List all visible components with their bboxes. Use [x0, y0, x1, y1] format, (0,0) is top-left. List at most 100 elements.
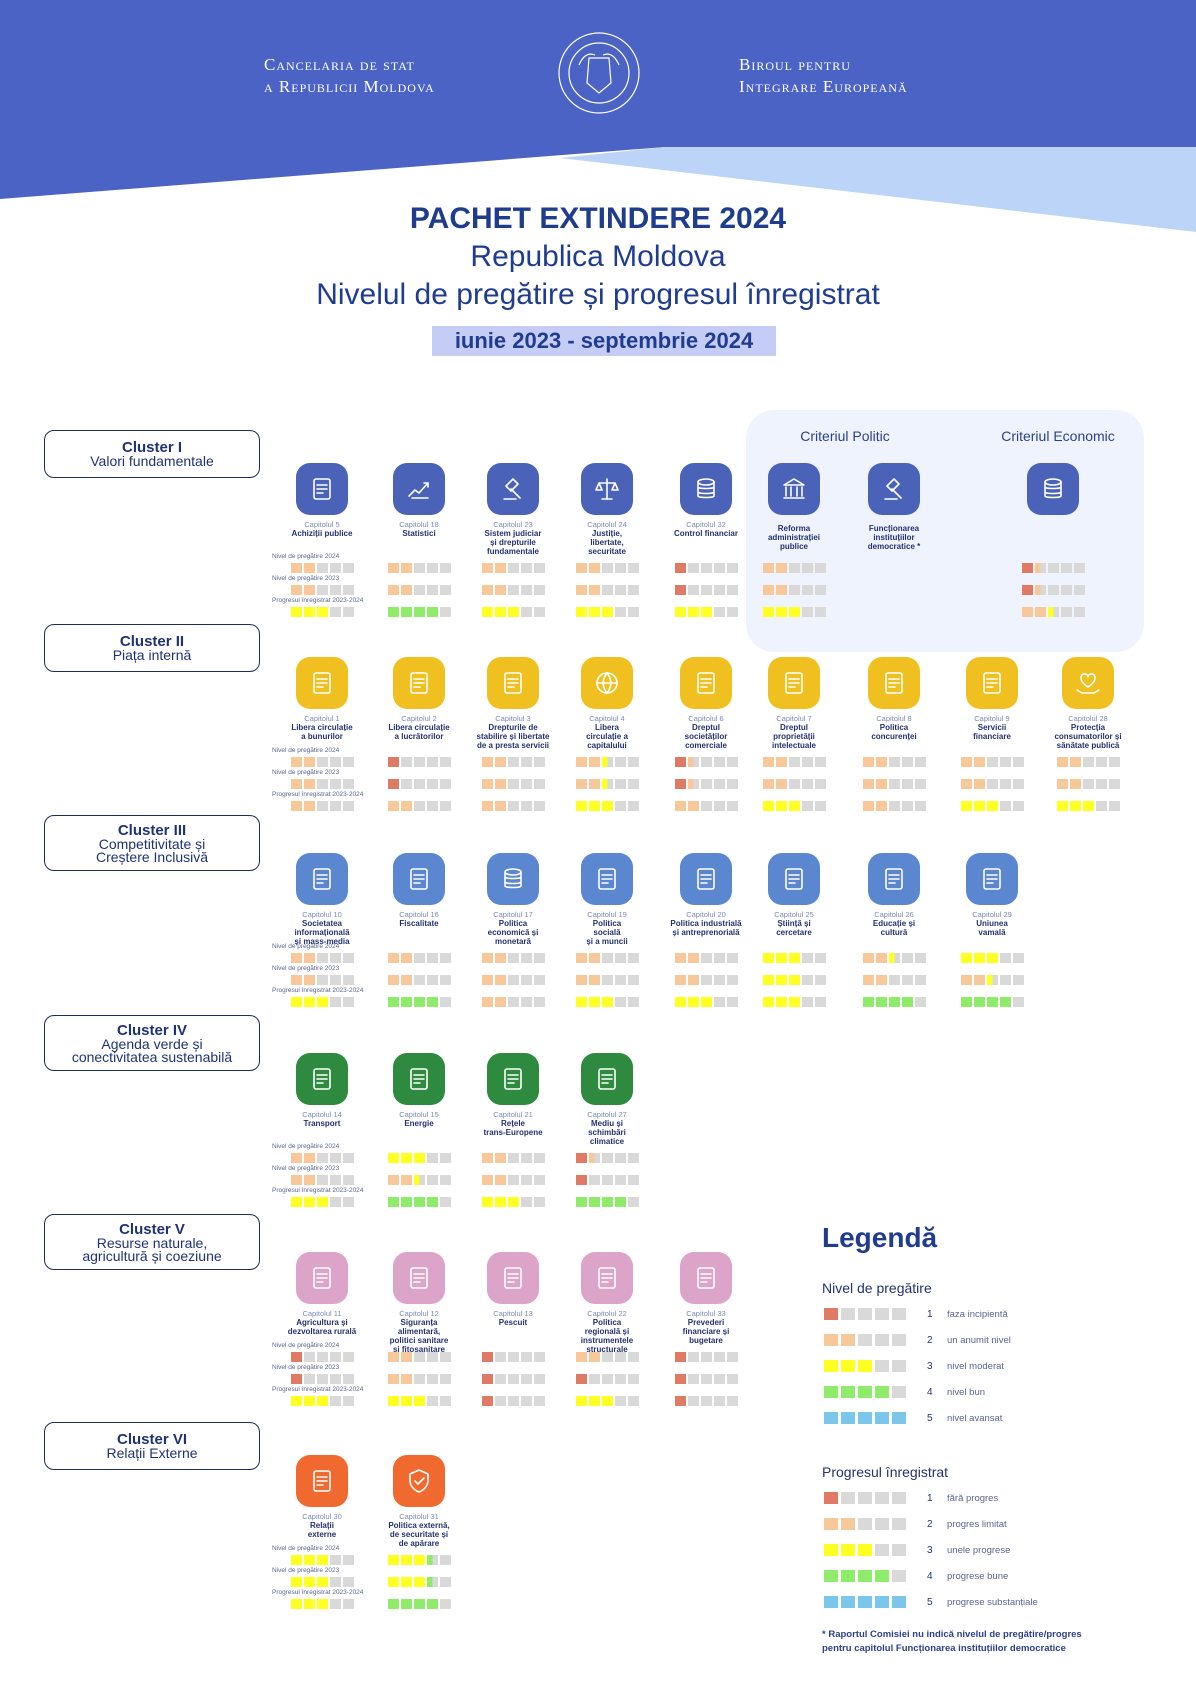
rating-block [763, 801, 774, 811]
rating-block [889, 801, 900, 811]
rating-block [534, 607, 545, 617]
rating-block [317, 1599, 328, 1609]
rating-block [343, 1175, 354, 1185]
progress-bar [675, 1396, 738, 1406]
rating-block [841, 1360, 855, 1372]
rating-block [495, 1352, 506, 1362]
rating-block [1061, 563, 1072, 573]
readiness-2023-bar [291, 585, 354, 595]
rating-block [401, 1352, 412, 1362]
cluster-title: Cluster I [121, 439, 182, 456]
readiness-2024-bar [961, 757, 1024, 767]
rating-block [401, 1396, 412, 1406]
rating-block [892, 1596, 906, 1608]
progress-bar [388, 1396, 451, 1406]
chapter-number: Capitolul 19 [587, 910, 627, 919]
chapter-name: Transport [303, 1119, 341, 1128]
rating-block [763, 953, 774, 963]
rating-block [495, 779, 506, 789]
org-line: Biroul pentru [739, 55, 851, 74]
chapter-item[interactable] [1005, 463, 1101, 515]
rating-block [589, 1374, 600, 1384]
chapter-item[interactable]: Funcționarea instituțiilor democratice * [846, 463, 942, 551]
gavel-icon [487, 463, 539, 515]
rating-block [815, 563, 826, 573]
rating-block [388, 1396, 399, 1406]
readiness-2023-bar [675, 975, 738, 985]
rating-block [317, 1396, 328, 1406]
rating-block [1022, 563, 1033, 573]
rating-block [675, 585, 686, 595]
rating-block [401, 1577, 412, 1587]
chapter-number: Capitolul 32 [686, 520, 726, 529]
rating-block [889, 779, 900, 789]
row-label: Nivel de pregătire 2024 [272, 943, 340, 950]
legend-text: un anumit nivel [947, 1334, 1011, 1346]
rating-block [675, 953, 686, 963]
rating-block [915, 953, 926, 963]
rating-block [589, 1396, 600, 1406]
rating-block [343, 801, 354, 811]
rating-block [534, 1396, 545, 1406]
rating-block [815, 801, 826, 811]
rating-block [534, 1153, 545, 1163]
rating-block [1070, 757, 1081, 767]
readiness-2023-bar [482, 1374, 545, 1384]
rating-block [427, 997, 438, 1007]
chapter-item[interactable]: Reforma administrației publice [746, 463, 842, 551]
rating-block [701, 779, 712, 789]
rating-block [427, 953, 438, 963]
rating-block [727, 1374, 738, 1384]
legend-number: 2 [927, 1334, 933, 1346]
rating-block [824, 1386, 838, 1398]
chapter-number: Capitolul 14 [302, 1110, 342, 1119]
rating-block [688, 975, 699, 985]
rating-block [824, 1412, 838, 1424]
readiness-2024-bar [482, 563, 545, 573]
rating-block [1070, 779, 1081, 789]
rating-block [414, 779, 425, 789]
scales-icon [581, 463, 633, 515]
cluster-subtitle: Valori fundamentale [90, 453, 214, 469]
rating-block [875, 1386, 889, 1398]
rating-block [291, 779, 302, 789]
rating-block [615, 585, 626, 595]
rating-block [534, 1197, 545, 1207]
rating-block [343, 1197, 354, 1207]
rating-block [1083, 757, 1094, 767]
